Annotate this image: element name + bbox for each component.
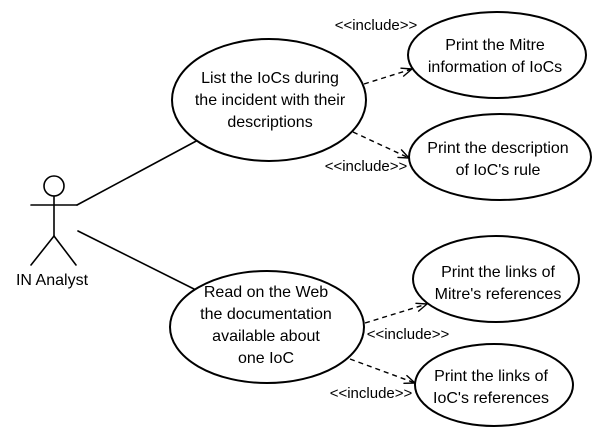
usecase-label-line: Print the Mitre bbox=[445, 37, 545, 54]
include-dashed-line bbox=[363, 68, 413, 85]
association-actor-read-web bbox=[77, 230, 197, 291]
usecase-label-line: of IoC's rule bbox=[456, 162, 541, 179]
usecase-label-line: descriptions bbox=[227, 114, 312, 131]
usecase-print-mitre-info-ellipse bbox=[407, 11, 587, 99]
usecase-label-line: one IoC bbox=[238, 350, 294, 367]
usecase-list-iocs-ellipse bbox=[171, 38, 367, 162]
usecase-print-ioc-refs-label: Print the links of IoC's references bbox=[433, 368, 549, 407]
usecase-list-iocs-label: List the IoCs during the incident with t… bbox=[195, 70, 346, 131]
open-arrowhead-icon bbox=[397, 149, 410, 159]
include-arrow-read-to-mitre-refs bbox=[364, 302, 428, 324]
usecase-read-web-ellipse bbox=[169, 270, 365, 384]
usecase-label-line: Print the description bbox=[427, 140, 568, 157]
usecase-label-line: Mitre's references bbox=[435, 286, 562, 303]
usecase-label-line: available about bbox=[212, 328, 320, 345]
usecase-print-mitre-refs-label: Print the links of Mitre's references bbox=[435, 264, 562, 303]
usecase-print-ioc-rule-ellipse bbox=[408, 113, 592, 201]
usecase-print-ioc-rule-label: Print the description of IoC's rule bbox=[427, 140, 568, 179]
usecase-label-line: IoC's references bbox=[433, 390, 549, 407]
include-label: <<include>> bbox=[330, 385, 413, 402]
include-arrow-list-to-mitre-info bbox=[363, 67, 413, 85]
usecase-label-line: the incident with their bbox=[195, 92, 346, 109]
include-label: <<include>> bbox=[335, 17, 418, 34]
usecase-print-mitre-info-label: Print the Mitre information of IoCs bbox=[428, 37, 562, 76]
usecase-label-line: Print the links of bbox=[434, 368, 548, 385]
include-arrow-read-to-ioc-refs bbox=[349, 358, 416, 384]
include-dashed-line bbox=[364, 303, 428, 324]
actor-head bbox=[43, 175, 65, 197]
usecase-print-mitre-refs-ellipse bbox=[412, 235, 580, 323]
open-arrowhead-icon bbox=[400, 67, 413, 77]
include-label: <<include>> bbox=[367, 326, 450, 343]
usecase-label-line: List the IoCs during bbox=[201, 70, 339, 87]
include-dashed-line bbox=[349, 358, 416, 384]
usecase-label-line: Read on the Web bbox=[204, 284, 328, 301]
usecase-read-web-label: Read on the Web the documentation availa… bbox=[200, 284, 332, 367]
include-dashed-line bbox=[352, 131, 410, 159]
actor-label: IN Analyst bbox=[16, 272, 89, 289]
include-arrow-list-to-ioc-rule bbox=[352, 131, 410, 159]
usecase-label-line: information of IoCs bbox=[428, 59, 562, 76]
open-arrowhead-icon bbox=[415, 302, 428, 312]
usecase-label-line: the documentation bbox=[200, 306, 332, 323]
actor-right-leg bbox=[53, 235, 77, 266]
include-label: <<include>> bbox=[325, 158, 408, 175]
actor-in-analyst: IN Analyst bbox=[16, 175, 89, 289]
usecase-print-ioc-refs-ellipse bbox=[414, 343, 574, 427]
open-arrowhead-icon bbox=[403, 374, 416, 384]
usecase-label-line: Print the links of bbox=[441, 264, 555, 281]
association-actor-list-iocs bbox=[76, 138, 201, 206]
actor-left-leg bbox=[30, 235, 55, 266]
